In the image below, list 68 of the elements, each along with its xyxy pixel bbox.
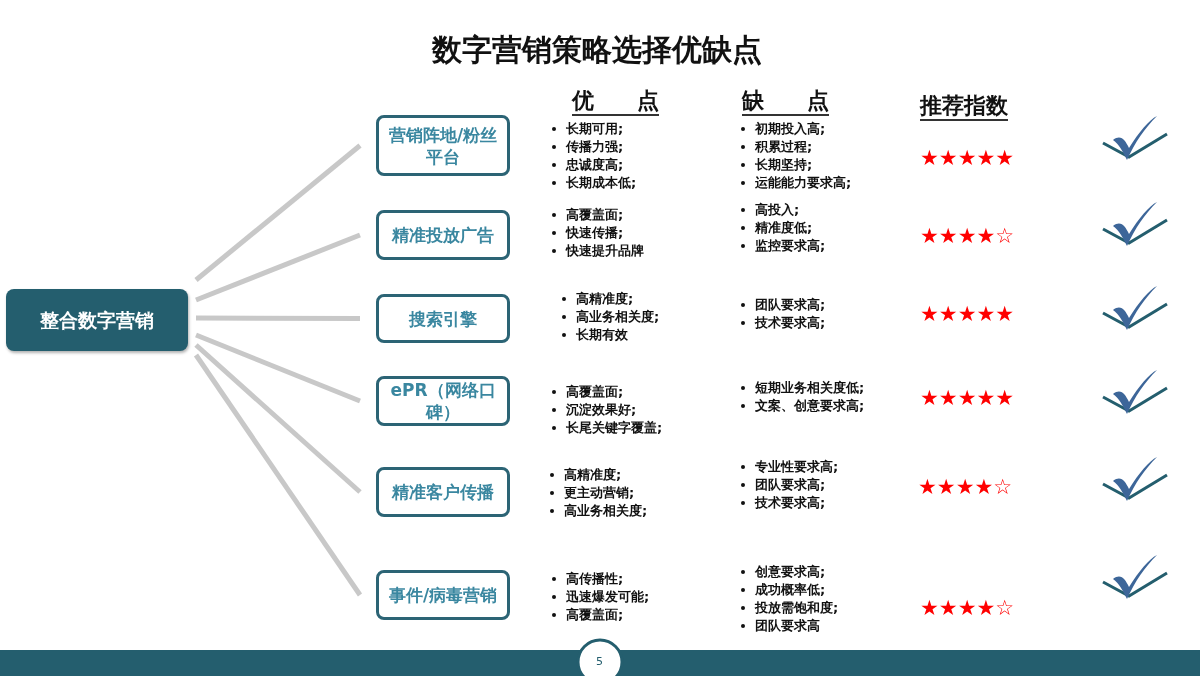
box-label: 事件/病毒营销 [388,584,498,606]
bullet-text: 团队要求高; [755,476,826,494]
bullet-text: 技术要求高; [755,494,826,512]
column-header: 推荐指数 [920,93,1008,121]
star-rating: ★★★★☆ [920,596,1015,620]
strategy-box [376,376,510,426]
bullet-text: 更主动营销; [564,484,635,502]
bullet-text: 专业性要求高; [755,458,839,476]
bullet-text: 短期业务相关度低; [755,379,865,397]
bullet-text: 团队要求高 [755,617,820,635]
bullet-text: 积累过程; [755,138,813,156]
column-header: 优 点 [572,88,659,116]
bullet-text: 监控要求高; [755,237,826,255]
bullet-text: 高覆盖面; [566,383,624,401]
strategy-box [376,467,510,517]
box-label: 搜索引擎 [409,307,477,330]
box-label: 精准投放广告 [392,224,494,246]
bullet-text: 运能能力要求高; [755,174,852,192]
strategy-box [376,294,510,343]
star-rating: ★★★★★ [920,146,1015,170]
title: 数字营销策略选择优缺点 [432,32,762,67]
root-box [6,289,188,351]
box-label: 营销阵地/粉丝平台 [387,123,499,168]
bullet-text: 投放需饱和度; [755,599,839,617]
bullet-text: 快速提升品牌 [566,242,644,260]
connector-line [194,343,362,494]
connector-line [195,232,361,303]
bullet-text: 长尾关键字覆盖; [566,419,663,437]
star-rating: ★★★★★ [920,302,1015,326]
strategy-box [376,210,510,260]
connector-line [195,332,361,404]
star-rating: ★★★★☆ [918,475,1013,499]
bullet-text: 创意要求高; [755,563,826,581]
strategy-box [376,115,510,176]
box-label: 整合数字营销 [40,309,154,331]
star-rating: ★★★★★ [920,386,1015,410]
bullet-text: 高投入; [755,201,800,219]
bullet-text: 精准度低; [755,219,813,237]
page-number: 5 [596,654,603,670]
connector-line [193,353,363,597]
bullet-text: 成功概率低; [755,581,826,599]
column-header: 缺 点 [742,88,829,116]
bullet-text: 长期有效 [576,326,628,344]
bullet-text: 迅速爆发可能; [566,588,650,606]
box-label: 精准客户传播 [392,481,494,503]
bullet-text: 技术要求高; [755,314,826,332]
box-label: ePR（网络口碑） [389,379,497,423]
bullet-text: 团队要求高; [755,296,826,314]
bullet-text: 长期可用; [566,120,624,138]
bullet-text: 文案、创意要求高; [755,397,865,415]
bullet-text: 高覆盖面; [566,206,624,224]
bullet-text: 高业务相关度; [564,502,648,520]
bullet-text: 高业务相关度; [576,308,660,326]
bullet-text: 高覆盖面; [566,606,624,624]
bullet-text: 高传播性; [566,570,624,588]
bullet-text: 高精准度; [576,290,634,308]
strategy-box [376,570,510,620]
bullet-text: 忠诚度高; [566,156,624,174]
bullet-text: 沉淀效果好; [566,401,637,419]
connector-line [196,315,360,321]
bullet-text: 传播力强; [566,138,624,156]
bullet-text: 长期成本低; [566,174,637,192]
connector-line [194,143,362,282]
bullet-text: 高精准度; [564,466,622,484]
bullet-text: 快速传播; [566,224,624,242]
star-rating: ★★★★☆ [920,224,1015,248]
bullet-text: 长期坚持; [755,156,813,174]
bullet-text: 初期投入高; [755,120,826,138]
